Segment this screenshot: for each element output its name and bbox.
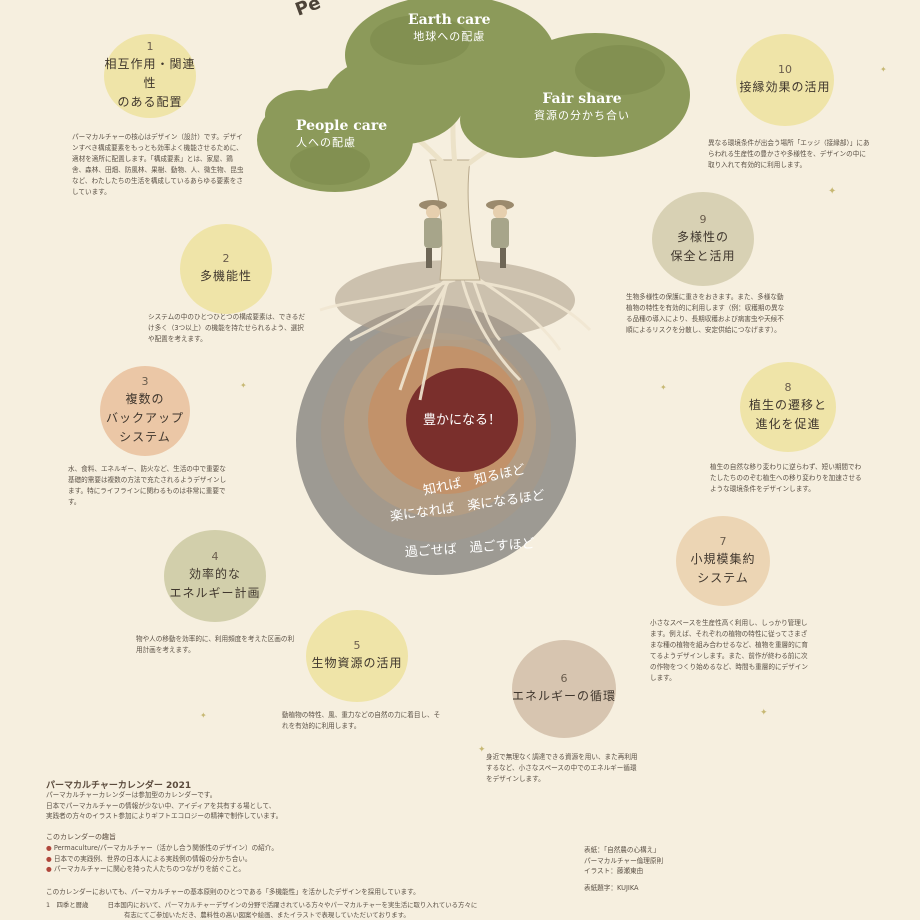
credit-line: イラスト：藤瀬東由 (584, 867, 644, 875)
principle-10-number: 10 (778, 63, 792, 76)
ethic-fair-en: Fair share (542, 91, 622, 107)
header-partial-word: Pe (293, 0, 324, 21)
principle-3-circle: 3 複数の バックアップ システム (100, 366, 190, 456)
soil-core (406, 368, 518, 472)
svg-text:✦: ✦ (240, 381, 247, 390)
principle-4-description: 物や人の移動を効率的に、利用頻度を考えた区画の利用計画を考えます。 (136, 635, 295, 654)
svg-text:✦: ✦ (880, 65, 887, 74)
principle-1-description: パーマカルチャーの核心はデザイン（設計）です。デザインすべき構成要素をもっとも効… (72, 133, 244, 196)
calendar-intent-item: ● 日本での実践例、世界の日本人による実践例の情報の分かち合い。 (46, 854, 252, 863)
principle-7-description: 小さなスペースを生産性高く利用し、しっかり管理します。例えば、それぞれの植物の特… (650, 619, 808, 682)
credit-line: パーマカルチャー倫理原則 (584, 856, 664, 865)
ethic-earth-en: Earth care (408, 12, 491, 28)
calendar-text-line: 実践者の方々のイラスト参加によりギフトエコロジーの精神で制作しています。 (46, 812, 283, 820)
svg-text:✦: ✦ (478, 745, 486, 755)
ethic-people-care: People care 人への配慮 (296, 118, 387, 150)
principle-10-description: 異なる環境条件が出会う場所「エッジ（接縁部）」にあらわれる生産性の豊かさや多様性… (708, 139, 870, 169)
svg-text:✦: ✦ (660, 383, 667, 392)
calendar-foot-label: 1 四季と暦歳 (46, 901, 89, 909)
calendar-foot-line-2: 有志にてご参加いただき、農料性の高い図案や絵画、またイラストで表現していただいて… (124, 911, 410, 919)
principle-1-circle: 1 相互作用・関連性 のある配置 (104, 34, 196, 118)
principle-10-title: 接縁効果の活用 (739, 80, 831, 94)
principle-6-circle: 6 エネルギーの循環 (512, 640, 616, 738)
principle-8-circle: 8 植生の遷移と 進化を促進 (740, 362, 836, 452)
principle-7-circle: 7 小規模集約 システム (676, 516, 770, 606)
ethic-fair-ja: 資源の分かち合い (534, 109, 630, 122)
calendar-foot-line-1: 1 四季と暦歳 日本国内において、パーマカルチャーデザインの分野で活躍されている… (46, 901, 478, 909)
soil-top (335, 260, 575, 340)
ethic-earth-ja: 地球への配慮 (413, 30, 486, 43)
principle-2-description: システムの中のひとつひとつの構成要素は、できるだけ多く（3つ以上）の機能を持たせ… (148, 313, 305, 343)
calendar-text: パーマカルチャーカレンダーは参加型のカレンダーです。 日本でパーマカルチャーの情… (46, 790, 282, 822)
calendar-text-line: 日本でパーマカルチャーの情報が少ない中、アイディアを共有する場として、 (46, 801, 276, 810)
credits: 表紙：「自然農の心構え」 パーマカルチャー倫理原則 イラスト：藤瀬東由 (584, 845, 663, 877)
credit-line: 表紙：「自然農の心構え」 (584, 846, 660, 854)
principle-1-title: 相互作用・関連性 のある配置 (104, 57, 196, 109)
principle-9-number: 9 (699, 212, 707, 226)
principle-5-number: 5 (353, 639, 361, 652)
principle-5-title: 生物資源の活用 (311, 656, 403, 670)
ethic-fair-share: Fair share 資源の分かち合い (534, 91, 630, 123)
svg-text:✦: ✦ (200, 711, 207, 720)
principle-2-circle: 2 多機能性 (180, 224, 272, 314)
principle-10-circle: 10 接縁効果の活用 (736, 34, 834, 126)
principle-3-description: 水、食料、エネルギー、防火など、生活の中で重要な基礎的需要は複数の方法で充たされ… (68, 465, 227, 506)
calendar-intent-item: ● パーマカルチャーに関心を持った人たちのつながりを紡ぐこと。 (46, 865, 246, 873)
principle-7-number: 7 (719, 534, 727, 548)
principle-9-circle: 9 多様性の 保全と活用 (652, 192, 754, 286)
principle-3-number: 3 (141, 375, 149, 388)
principle-2-number: 2 (222, 252, 230, 265)
principle-5-description: 動植物の特性、風、重力などの自然の力に着目し、それを有効的に利用します。 (282, 711, 441, 730)
calendar-note: このカレンダーにおいても、パーマカルチャーの基本原則のひとつである「多機能性」を… (46, 888, 420, 896)
principle-4-title: 効率的な エネルギー計画 (169, 566, 261, 600)
svg-text:✦: ✦ (760, 708, 768, 718)
ethic-people-en: People care (296, 118, 388, 134)
decorative-stars: ✦ ✦ ✦ ✦ ✦ ✦ ✦ (200, 65, 887, 755)
principle-5-circle: 5 生物資源の活用 (306, 610, 408, 702)
children-figures (419, 200, 514, 268)
calendar-title: パーマカルチャーカレンダー 2021 (46, 781, 192, 791)
calendar-intent-title: このカレンダーの趣旨 (46, 833, 116, 841)
principle-8-number: 8 (784, 380, 792, 394)
principle-4-number: 4 (211, 549, 219, 563)
principle-4-circle: 4 効率的な エネルギー計画 (164, 530, 266, 622)
principle-8-description: 植生の自然な移り変わりに逆らわず、短い期間でわたしたちののぞむ植生への移り変わり… (710, 463, 862, 493)
ethic-people-ja: 人への配慮 (296, 136, 356, 149)
ethic-earth-care: Earth care 地球への配慮 (408, 12, 491, 44)
principle-9-description: 生物多様性の保護に重きをおきます。また、多様な動植物の特性を有効的に利用します（… (626, 293, 785, 334)
calendar-intent-item: ● Permaculture/パーマカルチャー（活かし合う関係性のデザイン）の紹… (46, 844, 278, 852)
principle-6-description: 身近で無理なく調達できる資源を用い、また再利用するなど、小さなスペースの中でのエ… (486, 753, 638, 783)
calendar-intent-list: ● Permaculture/パーマカルチャー（活かし合う関係性のデザイン）の紹… (46, 843, 278, 875)
principle-6-title: エネルギーの循環 (512, 689, 617, 703)
principle-9-title: 多様性の 保全と活用 (670, 229, 736, 263)
svg-text:✦: ✦ (828, 186, 836, 197)
principle-8-title: 植生の遷移と 進化を促進 (748, 397, 827, 431)
principle-6-number: 6 (560, 672, 568, 685)
principle-2-title: 多機能性 (199, 269, 252, 283)
principle-3-title: 複数の バックアップ システム (105, 392, 184, 444)
calendar-text-line: パーマカルチャーカレンダーは参加型のカレンダーです。 (46, 791, 217, 799)
credit-design: 表紙題字：KUJIKA (584, 884, 639, 892)
principle-1-number: 1 (146, 40, 154, 53)
principle-7-title: 小規模集約 システム (690, 551, 756, 585)
ring-center-label: 豊かになる！ (423, 413, 501, 428)
